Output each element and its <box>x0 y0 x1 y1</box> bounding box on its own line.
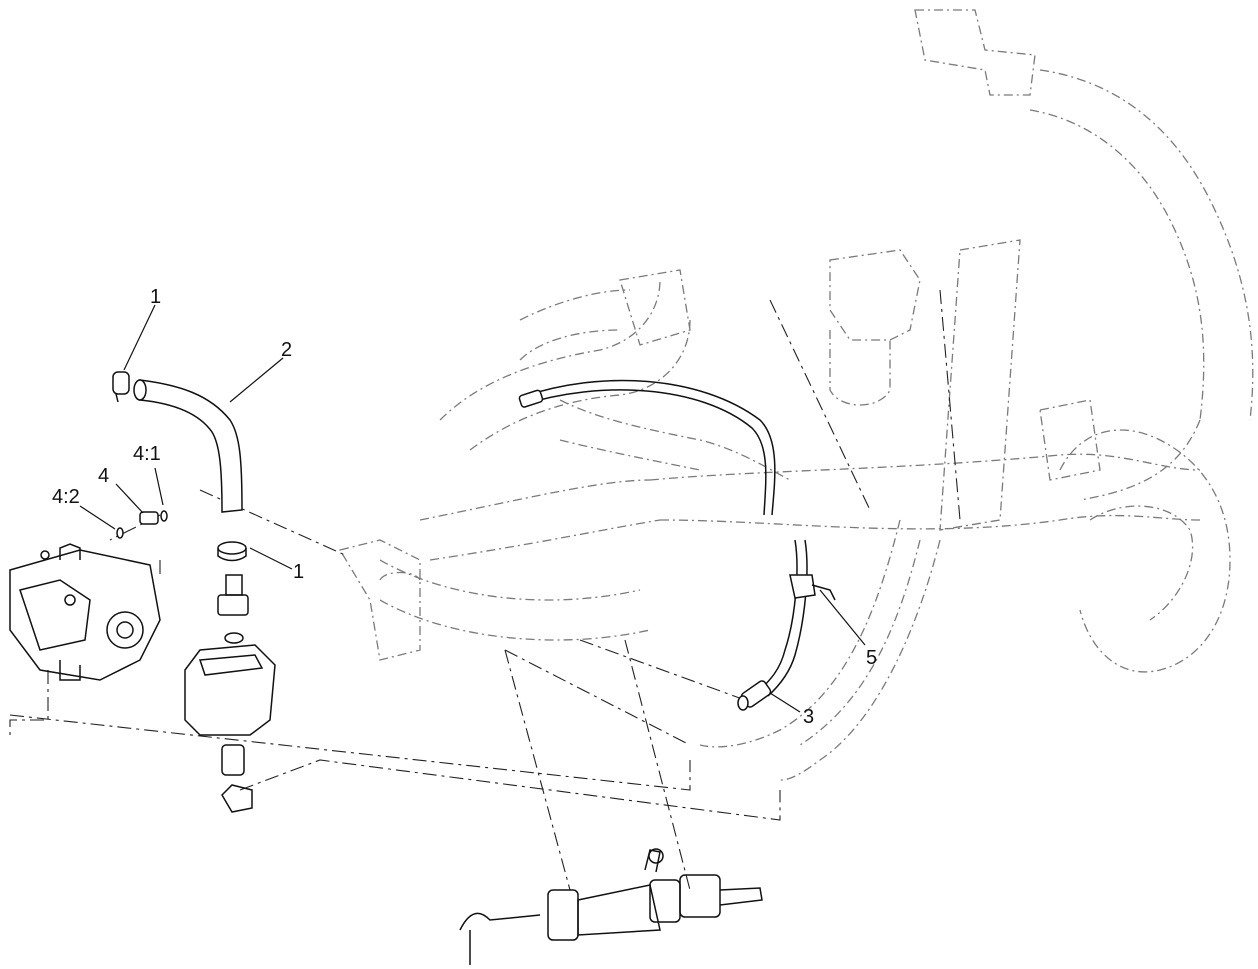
steering-cylinder <box>459 848 763 965</box>
callout-3-hose: 3 <box>803 706 814 728</box>
gear-pump <box>184 574 276 813</box>
callout-4-1-oring: 4:1 <box>133 443 161 465</box>
suction-tube-part-2 <box>133 379 243 513</box>
hydraulic-hose-part-3 <box>518 379 808 711</box>
callout-1-upper-clamp: 1 <box>150 286 161 308</box>
callout-4-2-oring: 4:2 <box>52 486 80 508</box>
hose-clamp-upper-part-1 <box>112 371 130 403</box>
callout-4-fitting: 4 <box>98 465 109 487</box>
hydrostatic-pump <box>9 543 161 681</box>
callout-5-hose-clamp: 5 <box>866 647 877 669</box>
callout-labels: 1 2 4:1 4 4:2 1 5 3 <box>52 286 877 728</box>
callout-1-lower-clamp: 1 <box>293 561 304 583</box>
frame-outline <box>338 9 1254 781</box>
fitting-part-4 <box>116 510 168 539</box>
hose-clamp-lower-part-1 <box>217 541 247 562</box>
hose-clamp-part-5 <box>789 574 836 601</box>
callout-2-suction-tube: 2 <box>281 339 292 361</box>
assembly-lines <box>9 289 961 891</box>
leader-lines <box>79 304 866 713</box>
